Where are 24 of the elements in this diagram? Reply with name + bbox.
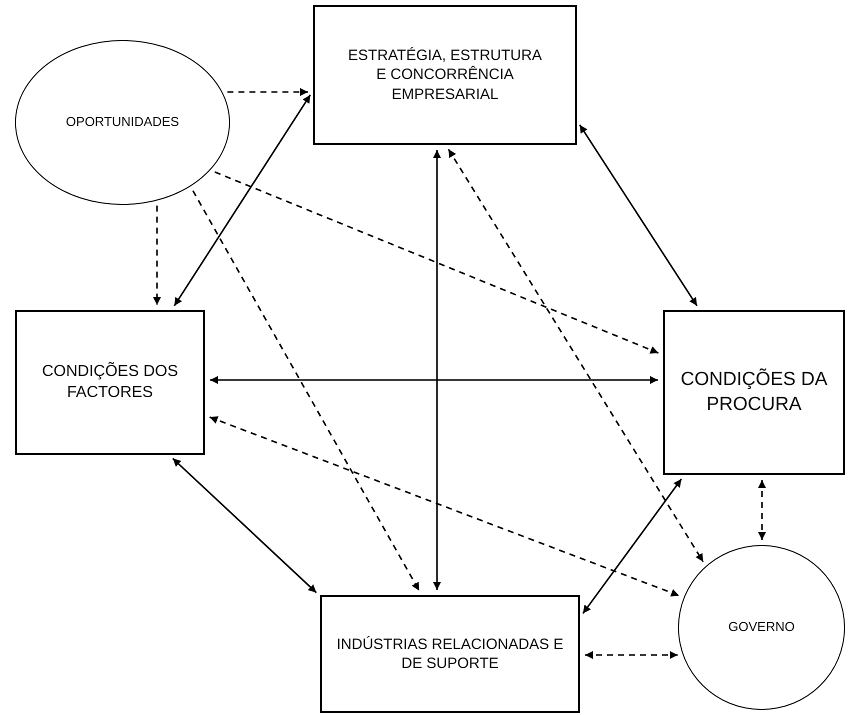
factor-conditions-box [15, 310, 205, 455]
arrow [174, 94, 311, 306]
arrow [153, 206, 161, 305]
node-label: CONDIÇÕES DOS FACTORES [40, 362, 179, 402]
arrow [214, 171, 659, 354]
arrow [192, 190, 420, 592]
related-industries-box [320, 595, 580, 713]
arrow [585, 651, 678, 659]
node-label: ESTRATÉGIA, ESTRUTURA E CONCORRÊNCIA EMPRESARIAL [347, 46, 543, 104]
arrow [758, 480, 766, 540]
node-label: CONDIÇÕES DA PROCURA [680, 368, 828, 416]
arrow [448, 148, 704, 562]
arrow [227, 88, 308, 96]
arrow [433, 150, 441, 590]
arrow [210, 376, 658, 384]
arrow [172, 458, 317, 594]
node-label: INDÚSTRIAS RELACIONADAS E DE SUPORTE [336, 634, 564, 674]
node-label: GOVERNO [727, 619, 796, 636]
node-label: OPORTUNIDADES [64, 114, 180, 131]
arrow [582, 478, 682, 614]
demand-conditions-box [663, 310, 845, 475]
arrow [579, 124, 698, 306]
arrow [209, 416, 680, 597]
strategy-box [313, 5, 577, 145]
